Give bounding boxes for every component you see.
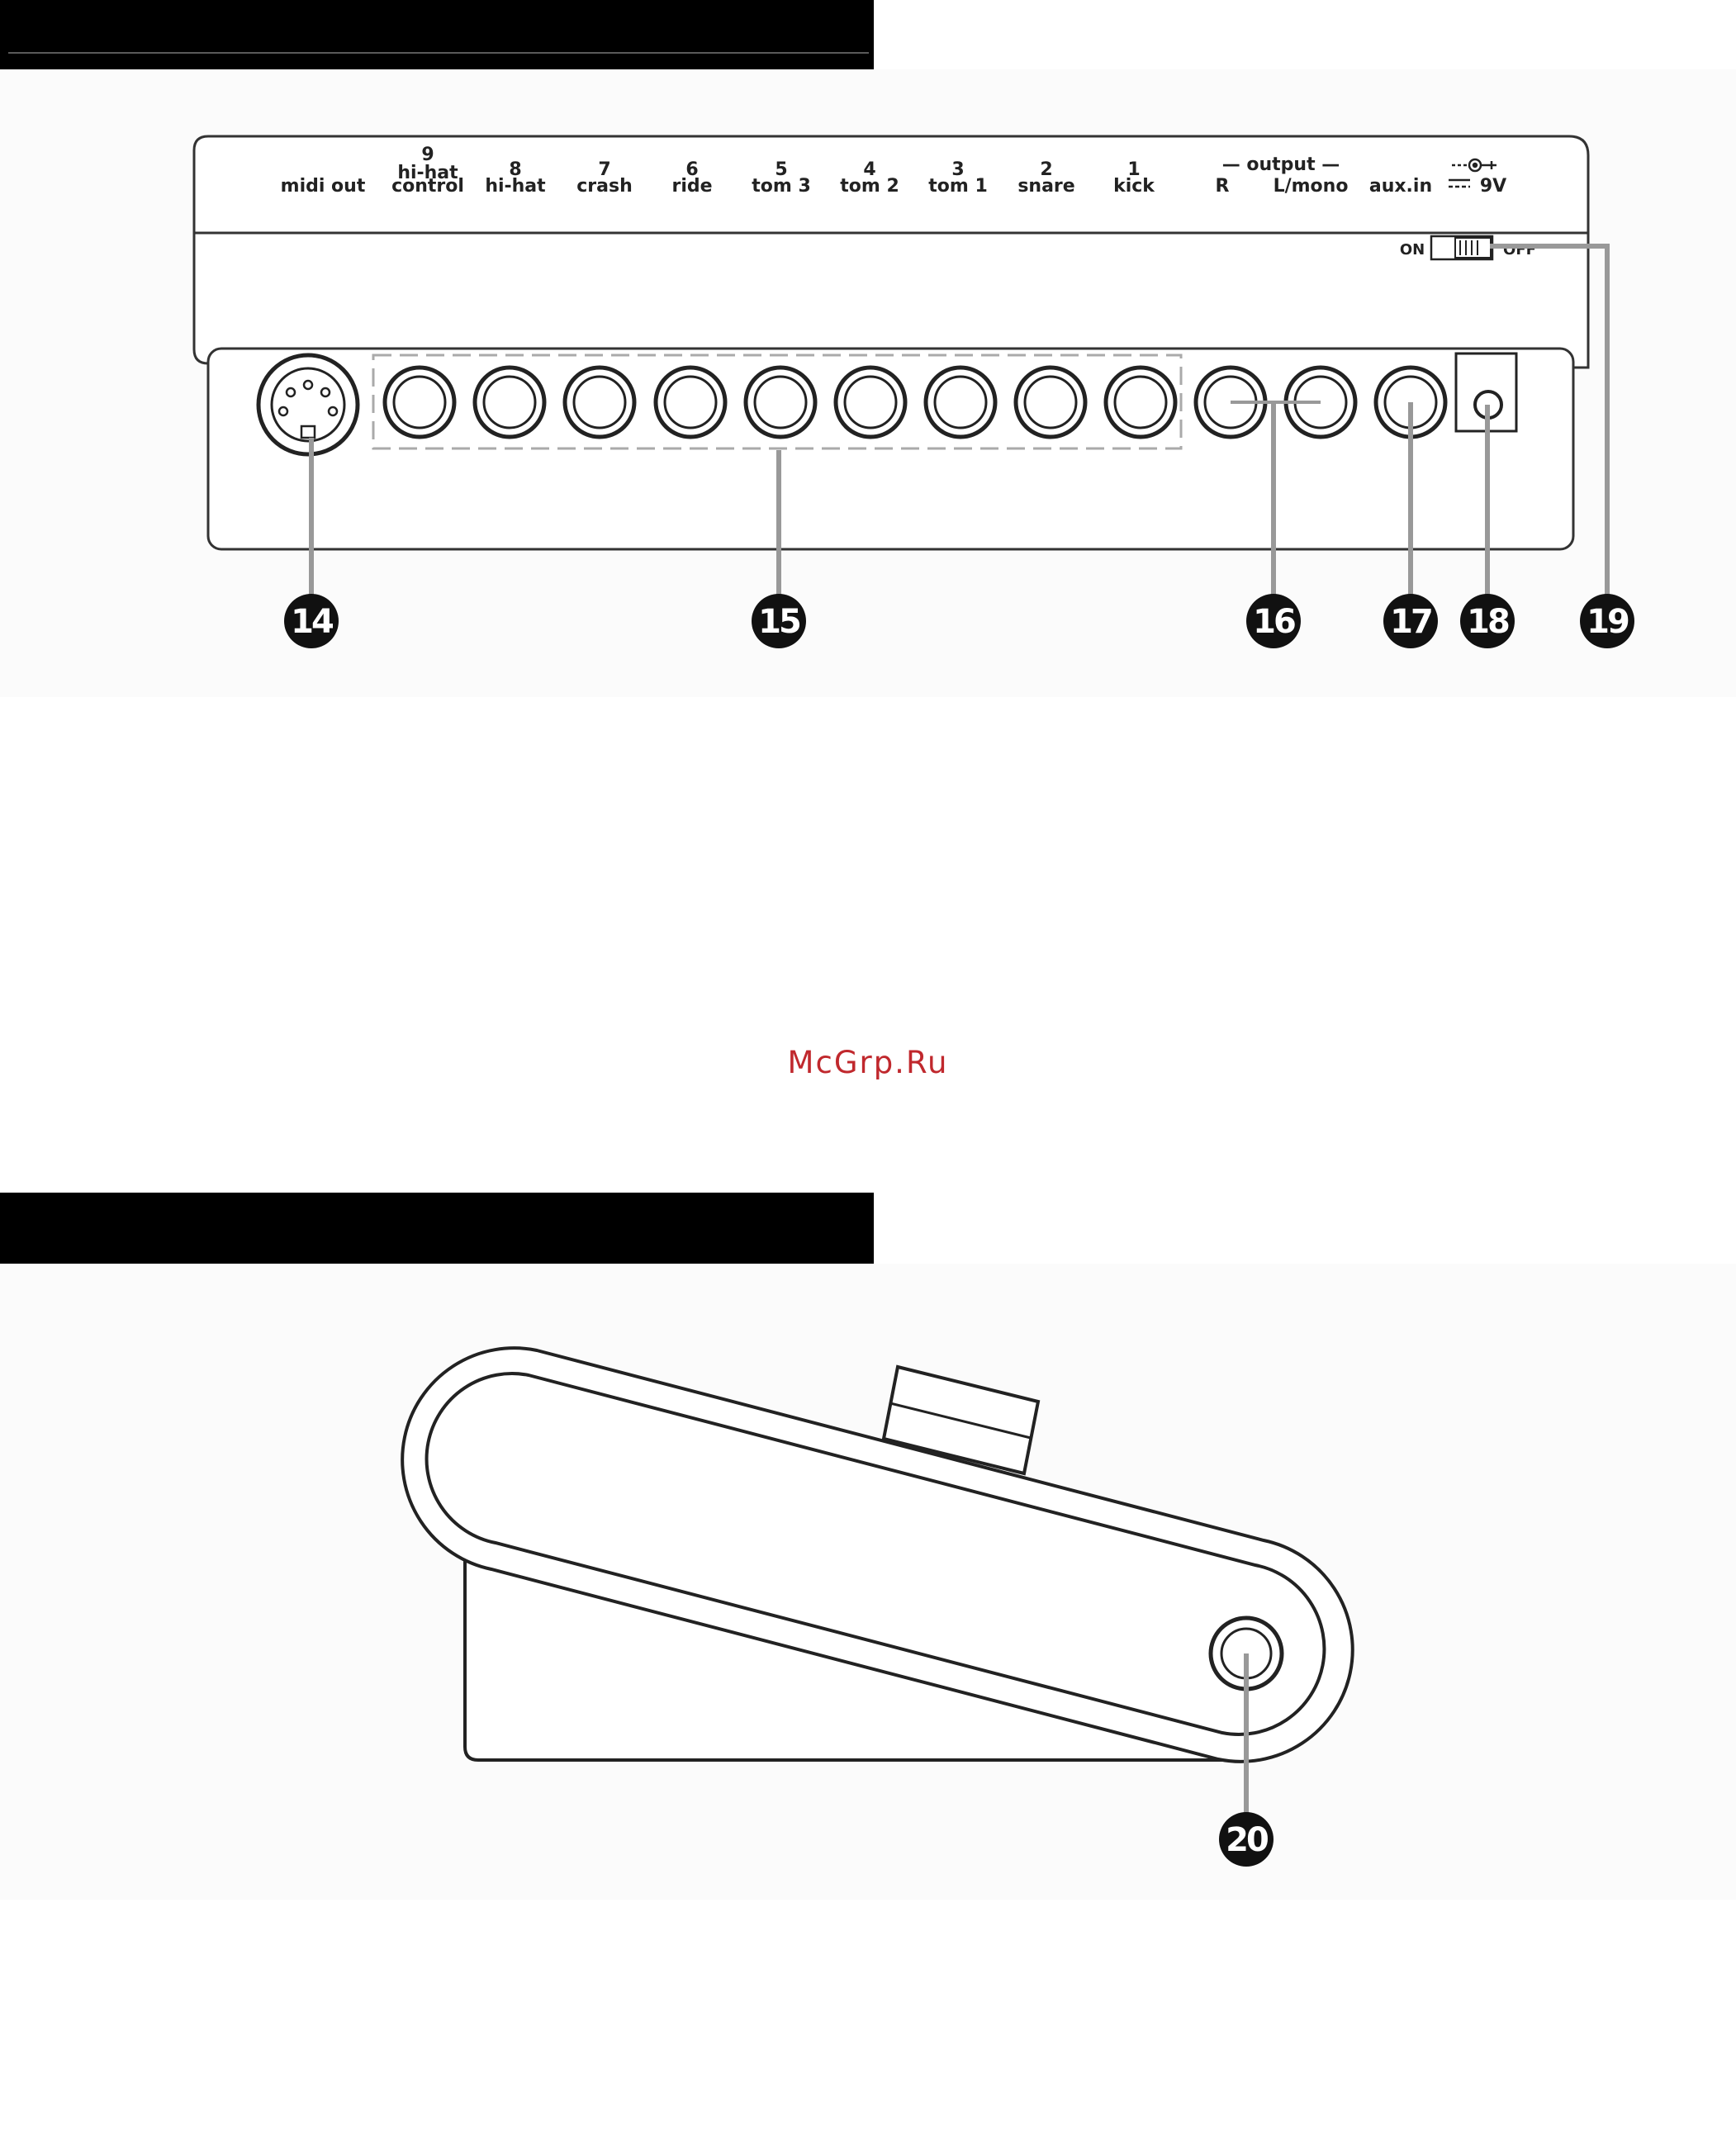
jack-ch6-ride[interactable] — [656, 368, 725, 437]
label-midi-out: midi out — [281, 176, 366, 197]
watermark: McGrp.Ru — [0, 1045, 1736, 1080]
label-ch7-name: crash — [576, 176, 633, 197]
jack-ch7-crash[interactable] — [565, 368, 634, 437]
callout-16: 16 — [1253, 603, 1295, 641]
label-aux-in: aux.in — [1369, 176, 1432, 197]
label-ch6-name: ride — [671, 176, 712, 197]
jack-ch1-kick[interactable] — [1106, 368, 1175, 437]
label-output-l-mono: L/mono — [1274, 176, 1349, 197]
callout-20: 20 — [1226, 1821, 1268, 1859]
jack-ch8-hi-hat[interactable] — [475, 368, 544, 437]
callout-17: 17 — [1390, 603, 1431, 641]
label-output-r: R — [1216, 176, 1230, 197]
power-switch[interactable] — [1431, 236, 1492, 259]
side-view-diagram: 20 — [0, 1264, 1736, 1900]
jack-ch3-tom1[interactable] — [926, 368, 995, 437]
jack-ch5-tom3[interactable] — [746, 368, 815, 437]
section-header-bar-2 — [0, 1193, 874, 1264]
label-ch1-name: kick — [1113, 176, 1155, 197]
label-output-header: — output — — [1222, 154, 1340, 175]
jack-ch9-hi-hat-control[interactable] — [385, 368, 454, 437]
midi-out-socket[interactable] — [259, 355, 358, 454]
callout-15: 15 — [758, 603, 800, 641]
label-ch8-name: hi-hat — [485, 176, 546, 197]
jack-ch2-snare[interactable] — [1016, 368, 1085, 437]
label-switch-on: ON — [1400, 241, 1425, 259]
callout-14: 14 — [291, 603, 333, 641]
label-power-9v: 9V — [1480, 176, 1506, 197]
label-ch3-name: tom 1 — [928, 176, 988, 197]
callout-18: 18 — [1467, 603, 1509, 641]
label-ch4-name: tom 2 — [840, 176, 899, 197]
jack-ch4-tom2[interactable] — [836, 368, 905, 437]
label-ch5-name: tom 3 — [752, 176, 811, 197]
rear-panel-diagram: midi out 9 hi-hat control 8 hi-hat 7 cra… — [0, 69, 1736, 697]
label-ch9-line2: control — [391, 176, 464, 197]
callout-19: 19 — [1587, 603, 1629, 641]
section-header-bar-1 — [0, 0, 874, 69]
label-ch2-name: snare — [1017, 176, 1074, 197]
